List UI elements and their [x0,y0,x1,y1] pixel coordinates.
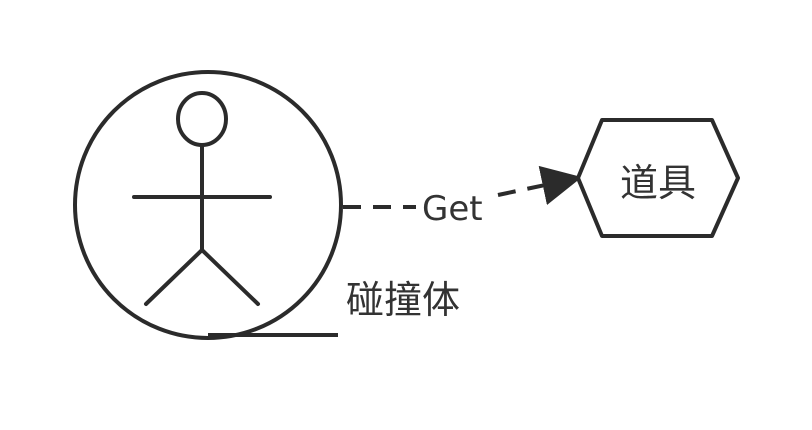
relationship-edge[interactable]: Get [343,165,582,229]
item-node-label: 道具 [620,161,696,205]
relationship-arrow-line [497,165,582,206]
item-hexagon-shape [576,118,740,238]
actor-right-leg-icon [200,248,260,306]
actor-stick-figure-icon [132,91,272,306]
actor-label: 碰撞体 [346,278,460,322]
actor-head-icon [176,91,228,147]
relationship-label: Get [422,189,483,229]
actor-outline-circle [73,70,343,340]
actor-left-leg-icon [144,248,204,306]
item-node[interactable]: 道具 [576,118,740,238]
actor-node[interactable]: 碰撞体 [73,70,460,340]
